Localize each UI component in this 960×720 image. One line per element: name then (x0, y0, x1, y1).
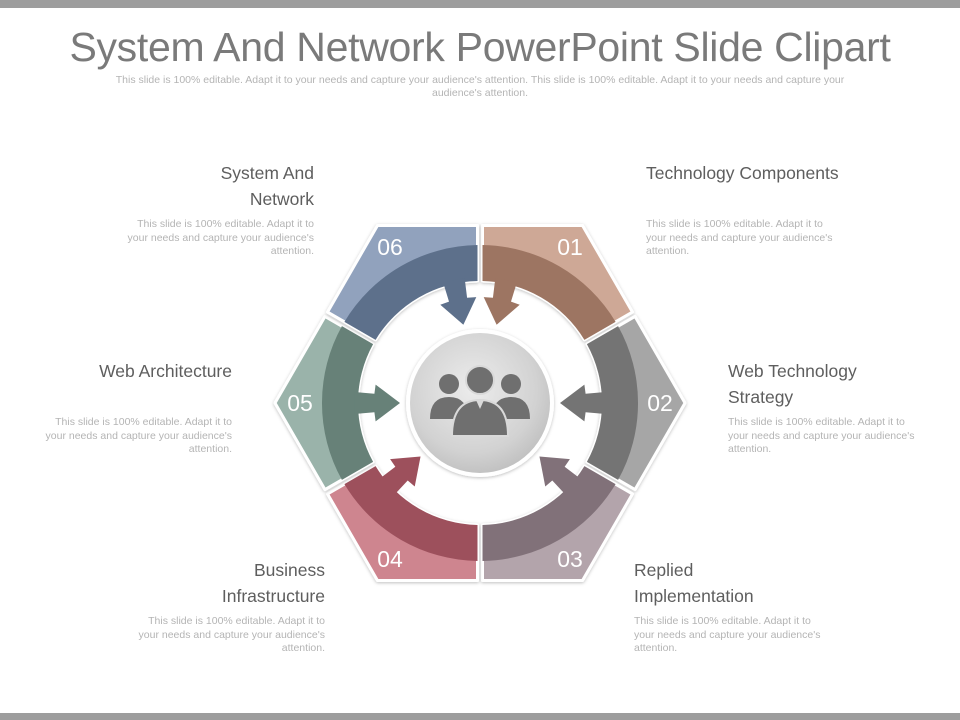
segment-03-band (482, 466, 616, 561)
segment-02-arrow (560, 384, 606, 422)
segment-04-band (344, 466, 478, 561)
item-03-label: Replied Implementation (634, 560, 754, 606)
item-02-label: Web Technology Strategy (728, 361, 857, 407)
segment-04-arrow (379, 456, 421, 496)
segment-05-number: 05 (287, 390, 313, 416)
segment-05-arrow (354, 384, 400, 422)
segment-01-arrow (483, 277, 520, 325)
top-bar (0, 0, 960, 8)
segment-04-number: 04 (377, 546, 403, 572)
segment-05-band (321, 326, 374, 480)
item-01-desc: This slide is 100% editable. Adapt it to… (646, 218, 833, 257)
segment-01-band (482, 245, 616, 340)
item-04-label: Business Infrastructure (221, 560, 325, 606)
item-01-label: Technology Components (646, 163, 839, 183)
page-title: System And Network PowerPoint Slide Clip… (69, 24, 891, 70)
segment-06-band (344, 245, 478, 340)
item-03-desc: This slide is 100% editable. Adapt it to… (634, 615, 821, 654)
item-06-label: System And Network (220, 163, 314, 209)
item-02-desc: This slide is 100% editable. Adapt it to… (728, 416, 915, 455)
segment-06-arrow (440, 277, 477, 325)
item-04-desc: This slide is 100% editable. Adapt it to… (138, 615, 325, 654)
segment-01-number: 01 (557, 234, 583, 260)
page-subtitle: This slide is 100% editable. Adapt it to… (115, 74, 845, 99)
segment-03-arrow (539, 456, 581, 496)
item-05-label: Web Architecture (99, 361, 232, 381)
people-group-icon (430, 365, 530, 437)
segment-02-number: 02 (647, 390, 673, 416)
center-hub (406, 329, 554, 477)
item-06-desc: This slide is 100% editable. Adapt it to… (127, 218, 314, 257)
segment-06-number: 06 (377, 234, 403, 260)
item-05-desc: This slide is 100% editable. Adapt it to… (45, 416, 232, 455)
bottom-bar (0, 713, 960, 720)
segment-03-number: 03 (557, 546, 583, 572)
segment-02-band (586, 326, 639, 480)
